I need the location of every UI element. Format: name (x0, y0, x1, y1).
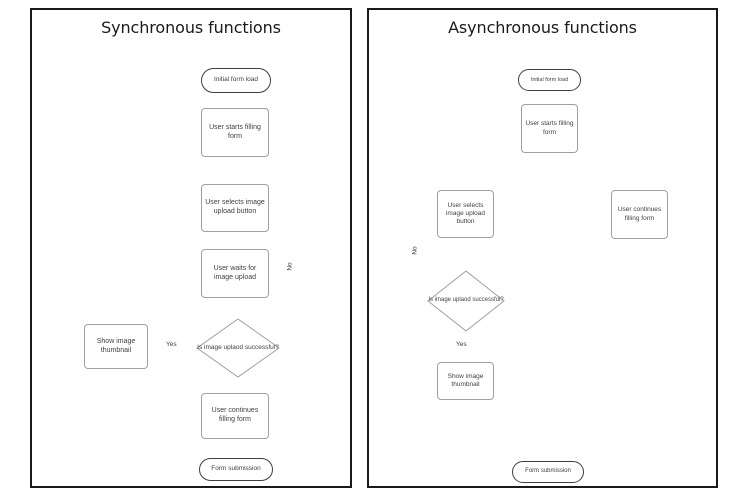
node-sync-show-image-thumbnail[interactable]: Show image thumbnail (84, 324, 148, 369)
diamond-shape (196, 318, 280, 378)
node-async-show-image-thumbnail[interactable]: Show image thumbnail (437, 362, 494, 400)
node-label: User starts filling form (209, 123, 261, 140)
node-label: Form submission (525, 468, 571, 475)
node-label: Initial form load (530, 76, 569, 83)
node-sync-user-waits-for-image-upload[interactable]: User waits for image upload (201, 249, 269, 298)
node-sync-user-selects-image-upload-button[interactable]: User selects image upload button (201, 184, 269, 232)
node-sync-form-submission[interactable]: Form submission (199, 458, 273, 481)
edge-label-sync-no: No (286, 255, 294, 278)
node-label: User continues filling form (211, 407, 259, 423)
diamond-shape (427, 270, 505, 332)
node-sync-decision-is-image-upload-successful[interactable]: Is image uplaod successful? (196, 318, 280, 378)
node-label: Form submission (211, 465, 261, 473)
panel-title-asynchronous: Asynchronous functions (448, 18, 637, 37)
node-label: User selects image upload button (205, 199, 265, 215)
edge-label-sync-yes: Yes (165, 341, 178, 348)
node-async-initial-form-load[interactable]: Initial form load (518, 69, 581, 91)
node-sync-initial-form-load[interactable]: Initial form load (201, 68, 271, 93)
node-async-decision-is-image-upload-successful[interactable]: Is image uplaod successful? (427, 270, 505, 332)
node-label: User continues filling form (617, 206, 662, 222)
node-label: Initial form load (213, 76, 259, 84)
node-label: User starts filling form (525, 120, 574, 136)
panel-synchronous (30, 8, 352, 488)
node-label: User selects image upload button (445, 201, 486, 226)
node-async-form-submission[interactable]: Form submission (512, 461, 584, 483)
panel-title-synchronous: Synchronous functions (101, 18, 281, 37)
node-label: User waits for image upload (213, 264, 257, 281)
node-label: Show image thumbnail (447, 372, 484, 388)
node-async-user-starts-filling-form[interactable]: User starts filling form (521, 104, 578, 153)
node-async-user-continues-filling-form[interactable]: User continues filling form (611, 190, 668, 239)
node-sync-user-starts-filling-form[interactable]: User starts filling form (201, 108, 269, 157)
node-label: Show image thumbnail (96, 337, 136, 354)
node-async-user-selects-image-upload-button[interactable]: User selects image upload button (437, 190, 494, 238)
node-sync-user-continues-filling-form[interactable]: User continues filling form (201, 393, 269, 439)
edge-label-async-yes: Yes (455, 341, 468, 348)
edge-label-async-no: No (411, 239, 419, 262)
